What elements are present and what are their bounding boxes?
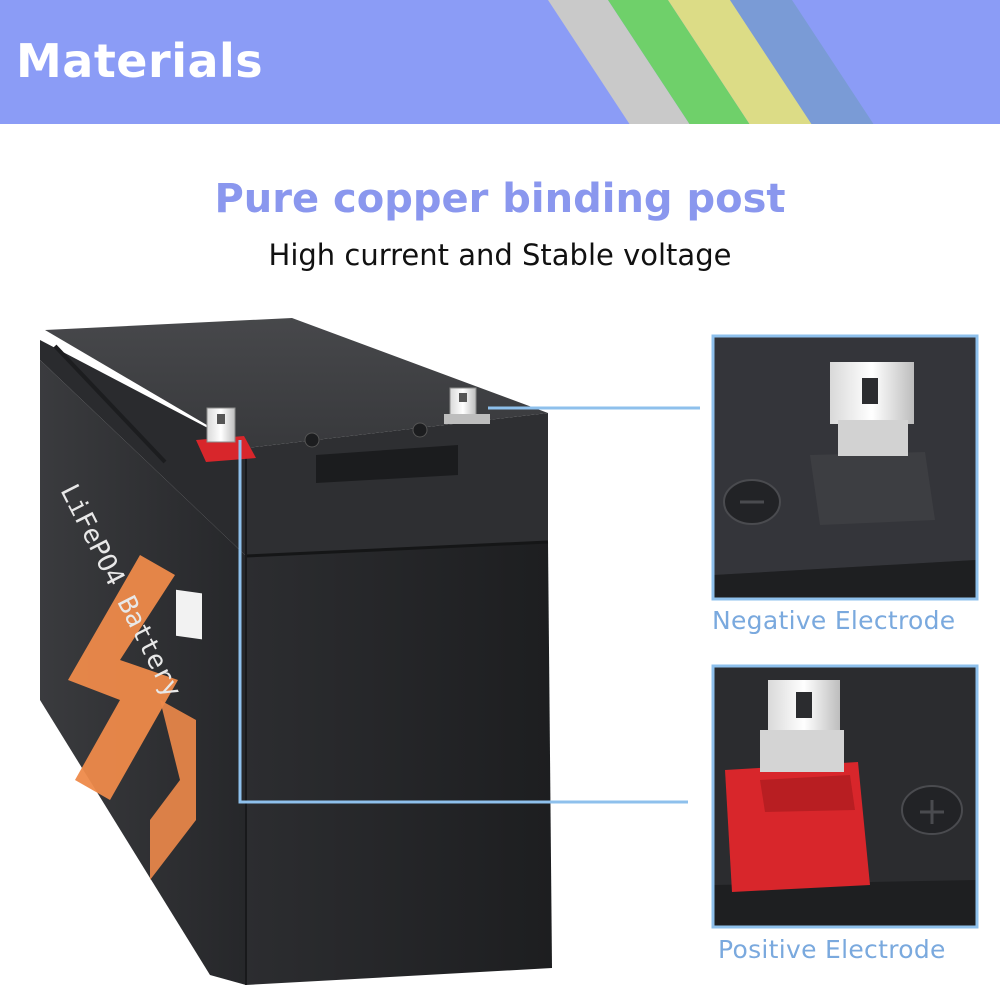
callout-connectors — [238, 406, 700, 804]
negative-terminal — [444, 387, 490, 424]
header-band: Materials — [0, 0, 1000, 124]
subheadline: High current and Stable voltage — [268, 238, 732, 272]
negative-electrode-label: Negative Electrode — [712, 606, 956, 635]
section-title: Materials — [16, 34, 264, 88]
positive-electrode-label: Positive Electrode — [718, 935, 946, 964]
negative-electrode-inset — [711, 334, 979, 601]
header-stripes — [548, 0, 874, 124]
positive-electrode-inset — [711, 664, 979, 929]
headline: Pure copper binding post — [214, 176, 786, 222]
